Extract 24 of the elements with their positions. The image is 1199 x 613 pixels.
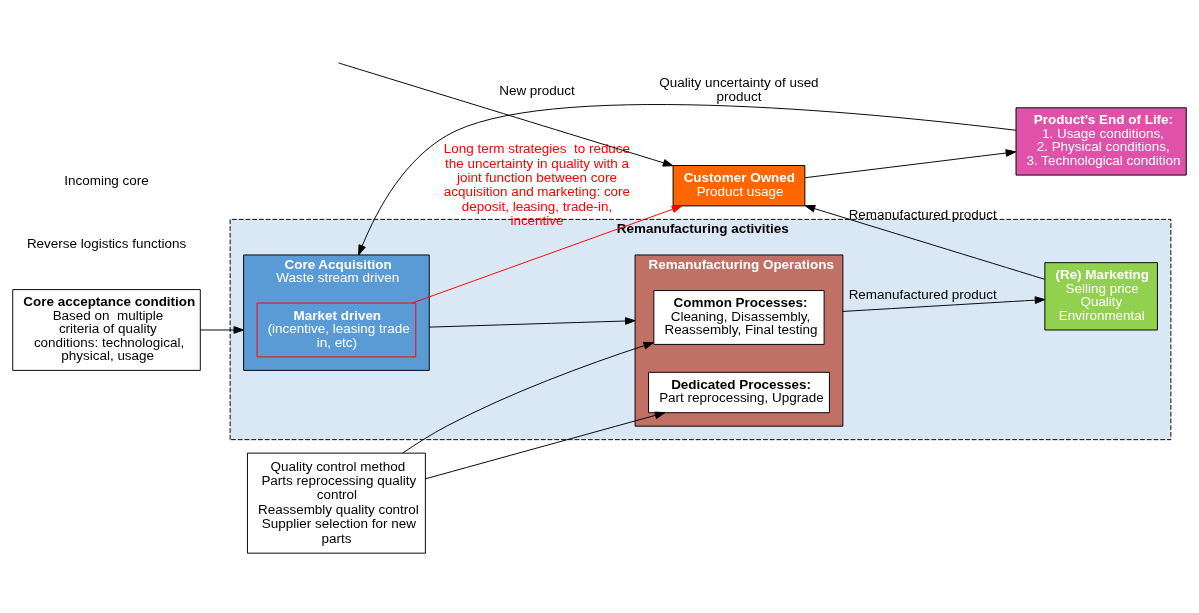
- edge-label: Remanufactured product: [848, 286, 997, 302]
- label: Reverse logistics functions: [26, 235, 187, 251]
- node-box: Market driven (incentive, leasing trade in, etc): [256, 302, 417, 357]
- node-box: (Re) Marketing Selling price Quality Environmental: [1044, 261, 1158, 330]
- arrow: [200, 325, 245, 334]
- arrow: [425, 411, 666, 479]
- arrow: [338, 61, 674, 167]
- node-box: Common Processes: Cleaning, Disassembly, Reassembly, Final testing: [653, 289, 825, 345]
- arrow: [428, 316, 636, 328]
- node-box: Product’s End of Life: 1. Usage conditions, 2. Physical conditions, 3. Technological condition: [1015, 106, 1187, 176]
- edge-label: Remanufactured product: [848, 206, 997, 222]
- node-box: Core acceptance condition Based on multiple criteria of quality conditions: technological, physical, usage: [12, 288, 201, 371]
- arrow: [804, 204, 1046, 280]
- arrow: [402, 341, 655, 454]
- arrow: [804, 148, 1017, 178]
- node-box: Quality control method Parts reprocessing quality control Reassembly quality control Supplier selection for new parts: [246, 452, 426, 554]
- label: Incoming core: [64, 172, 149, 188]
- arrow: [411, 204, 683, 303]
- node-box: Customer Owned Product usage: [672, 164, 806, 206]
- edge-label: Quality uncertainty of used product: [659, 74, 819, 104]
- arrow: [358, 103, 1017, 255]
- arrow: [842, 295, 1046, 312]
- node-box: Dedicated Processes: Part reprocessing, Upgrade: [648, 371, 830, 413]
- edge-label: New product: [499, 82, 575, 98]
